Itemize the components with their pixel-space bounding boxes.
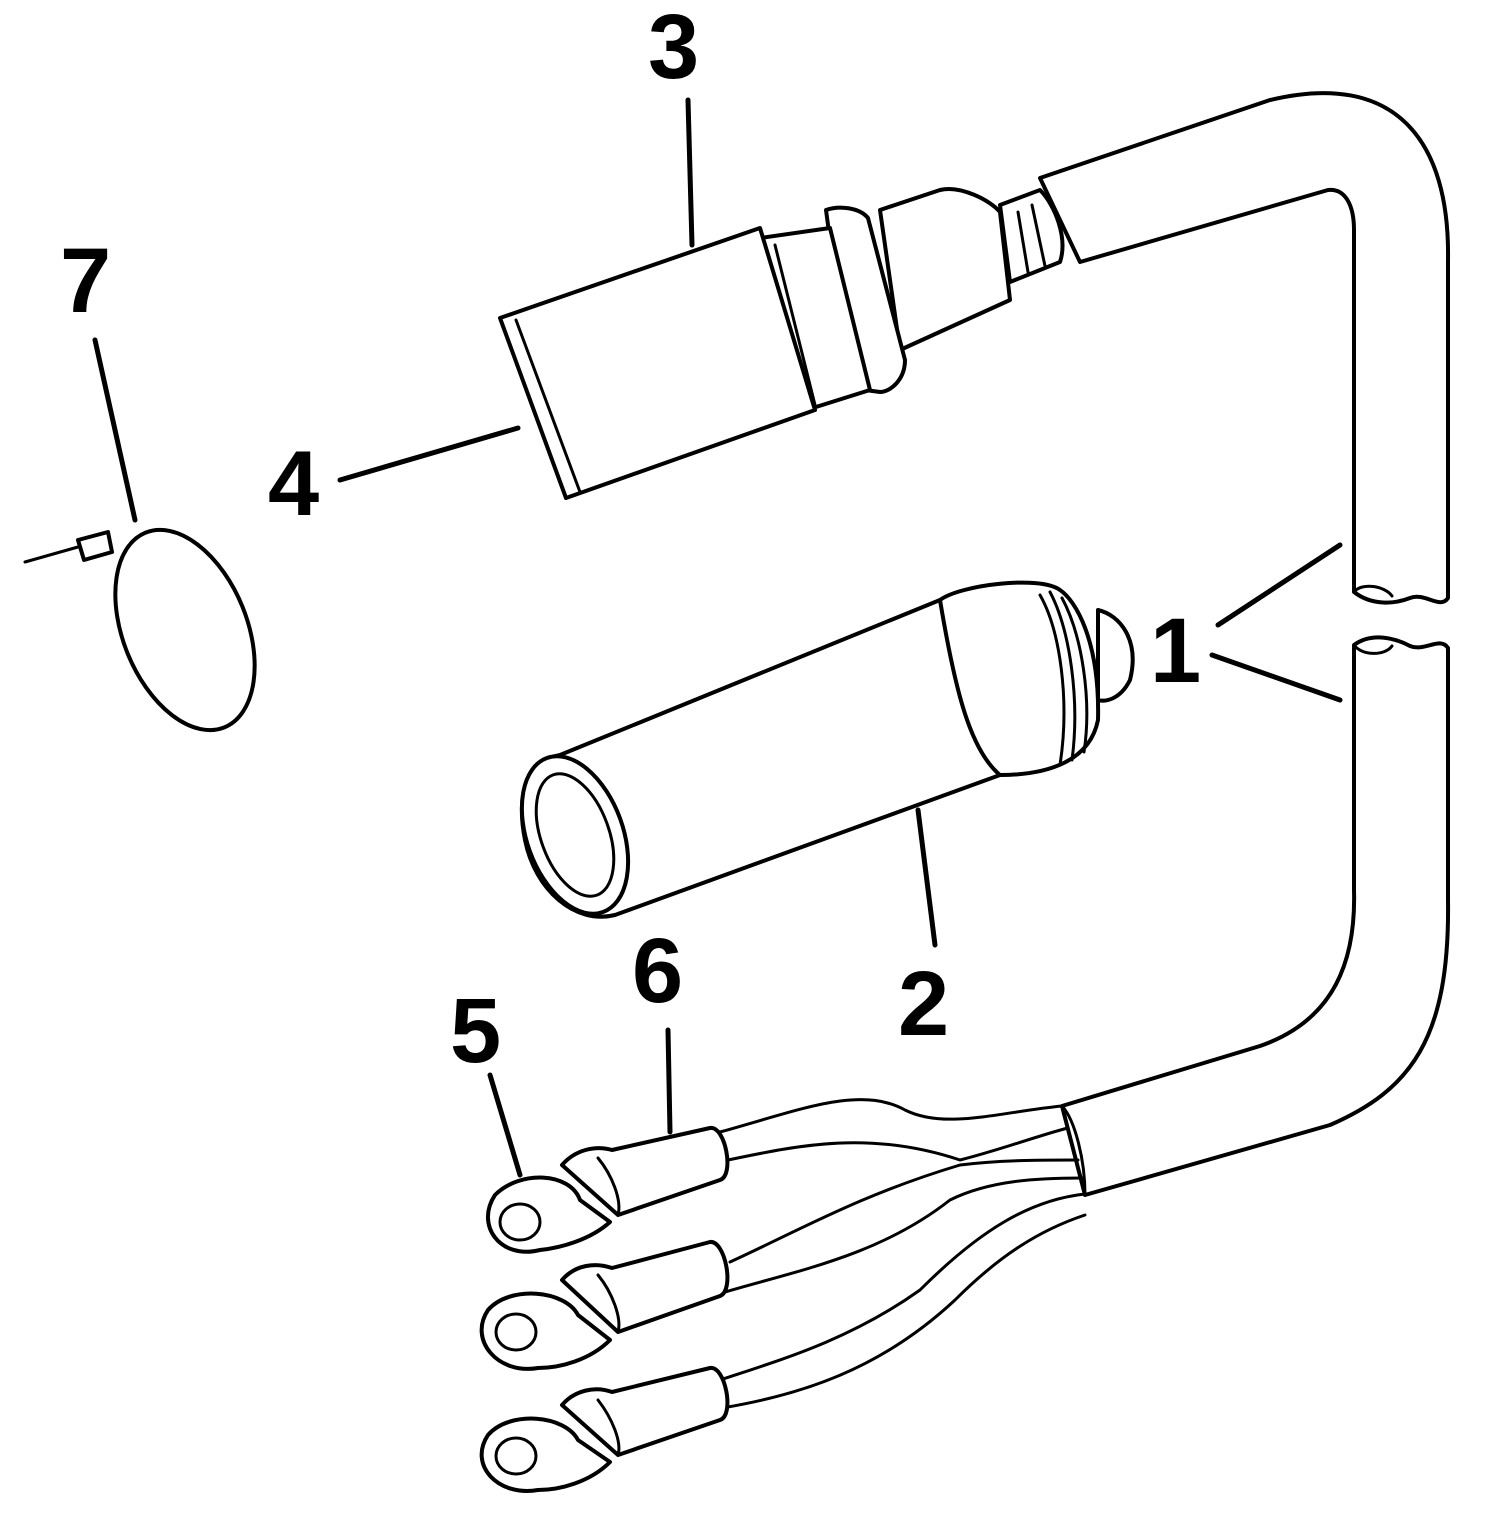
callout-3: 3 [648,0,699,98]
callout-6: 6 [632,920,683,1022]
callout-2: 2 [898,953,949,1055]
leader-line-2 [915,807,938,948]
callout-7: 7 [60,230,111,332]
cable-harness-upper [1038,91,1451,605]
leader-line-1b [1209,652,1343,703]
leader-line-3 [685,97,695,248]
leader-line-1a [1215,542,1343,628]
leader-line-7 [92,337,138,523]
leader-line-5 [487,1072,523,1178]
callout-1: 1 [1150,600,1201,702]
callout-4: 4 [268,433,319,535]
leader-line-6 [665,1027,673,1135]
ring-terminal-bottom [479,1366,730,1493]
leader-line-4 [337,425,521,483]
ring-terminal-middle [479,1240,730,1371]
callout-5: 5 [450,980,501,1082]
harness-wires [718,1098,1087,1410]
connector-housing [498,187,1065,500]
cable-harness-lower [1060,635,1451,1197]
boot-insulator [519,580,1135,919]
ring-terminal-top [486,1126,730,1254]
cable-tie [23,527,257,733]
